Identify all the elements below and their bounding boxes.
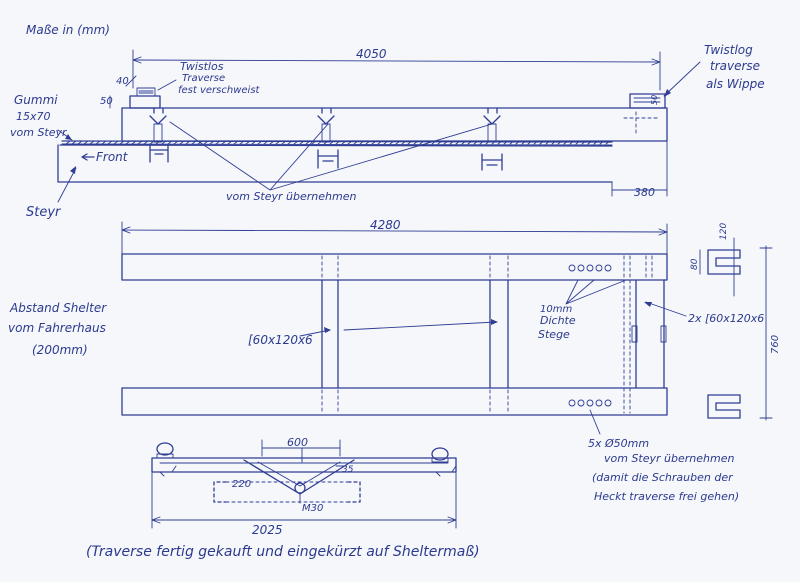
bolt-hole bbox=[595, 264, 603, 272]
twistlock-right bbox=[629, 93, 666, 109]
traverse-v-bracket bbox=[243, 459, 355, 495]
traverse-twistlock-right bbox=[431, 447, 449, 463]
section-profiles: 120 80 760 bbox=[690, 223, 781, 421]
label-dichte-size: 10mm bbox=[540, 304, 572, 315]
rubber-strip bbox=[61, 140, 613, 146]
label-abstand-cab: vom Fahrerhaus bbox=[8, 321, 106, 335]
dim-600: 600 bbox=[287, 436, 308, 449]
label-twistlog: Twistlog bbox=[704, 43, 753, 57]
label-bolts-from: vom Steyr übernehmen bbox=[604, 452, 734, 465]
label-twistlos: Twistlos bbox=[180, 60, 224, 73]
label-bolts-count: 5x Ø50mm bbox=[588, 437, 649, 450]
rail-bottom bbox=[121, 387, 668, 416]
dim-760: 760 bbox=[770, 335, 781, 354]
profile-section-top bbox=[707, 249, 741, 275]
crossmember-3-double bbox=[623, 255, 667, 414]
label-bolts-reason: (damit die Schrauben der bbox=[592, 471, 734, 484]
dim-40: 40 bbox=[116, 76, 129, 87]
bolt-holes-bottom bbox=[568, 399, 612, 407]
label-gummi: Gummi bbox=[14, 93, 58, 107]
bolt-hole bbox=[577, 399, 585, 407]
mount-bracket-2 bbox=[317, 107, 339, 169]
dim-380: 380 bbox=[634, 186, 655, 199]
bolt-hole bbox=[595, 399, 603, 407]
dim-35: 35 bbox=[342, 465, 354, 475]
twistlock-left bbox=[129, 95, 161, 109]
top-view: 4280 bbox=[8, 218, 764, 503]
side-view: 4050 50 40 50 bbox=[10, 43, 765, 220]
label-bolts-reason-2: Heckt traverse frei gehen) bbox=[594, 490, 739, 503]
dim-4280: 4280 bbox=[370, 218, 401, 232]
rear-traverse: 600 35 220 M30 2025 bbox=[151, 436, 457, 537]
label-dichte: Dichte bbox=[540, 314, 576, 327]
label-twistlog-rocker: als Wippe bbox=[706, 77, 765, 91]
label-dichte-stege: Stege bbox=[538, 328, 570, 341]
bolt-holes-top bbox=[568, 264, 612, 272]
bolt-hole bbox=[577, 264, 585, 272]
crossmember-2 bbox=[489, 255, 509, 414]
label-vom-steyr: vom Steyr übernehmen bbox=[226, 190, 356, 203]
mount-bracket-1 bbox=[149, 107, 169, 163]
dim-50: 50 bbox=[100, 96, 113, 107]
bolt-hole bbox=[604, 399, 612, 407]
label-steyr: Steyr bbox=[26, 205, 62, 220]
dim-line-4280 bbox=[121, 229, 668, 233]
dim-line-4050 bbox=[132, 59, 661, 63]
label-abstand-mm: (200mm) bbox=[32, 343, 88, 357]
mount-bracket-3 bbox=[481, 107, 503, 171]
label-gummi-size: 15x70 bbox=[16, 110, 51, 123]
units-note: Maße in (mm) bbox=[26, 23, 110, 37]
dim-2025: 2025 bbox=[252, 523, 283, 537]
label-twistlos-fixed: fest verschweist bbox=[178, 85, 261, 96]
label-twistlog-traverse: traverse bbox=[710, 59, 760, 73]
label-front: Front bbox=[96, 150, 129, 164]
label-profile-left: [60x120x6 bbox=[248, 333, 313, 347]
footer-note: (Traverse fertig gekauft und eingekürzt … bbox=[86, 544, 480, 560]
bolt-hole bbox=[604, 264, 612, 272]
profile-outline bbox=[213, 481, 361, 503]
shelter-body-side bbox=[121, 107, 668, 142]
bolt-hole bbox=[568, 264, 576, 272]
dim-80: 80 bbox=[690, 258, 700, 270]
label-abstand: Abstand Shelter bbox=[9, 301, 107, 315]
steyr-frame bbox=[57, 144, 613, 183]
label-profile-right: 2x [60x120x6 bbox=[688, 312, 764, 325]
label-m30: M30 bbox=[302, 503, 323, 514]
label-twistlos-traverse: Traverse bbox=[182, 73, 225, 84]
crossmember-1 bbox=[321, 255, 339, 414]
dim-50-right: 50 bbox=[650, 95, 659, 105]
label-gummi-from: vom Steyr bbox=[10, 126, 68, 139]
bolt-hole bbox=[586, 264, 594, 272]
dim-120: 120 bbox=[719, 223, 729, 240]
dim-220: 220 bbox=[232, 479, 251, 490]
rail-top bbox=[121, 253, 668, 281]
traverse-twistlock-left bbox=[156, 442, 174, 459]
bolt-hole bbox=[568, 399, 576, 407]
bolt-hole bbox=[586, 399, 594, 407]
profile-section-bottom bbox=[707, 394, 741, 419]
dim-4050: 4050 bbox=[356, 47, 387, 61]
traverse-beam bbox=[151, 457, 457, 473]
